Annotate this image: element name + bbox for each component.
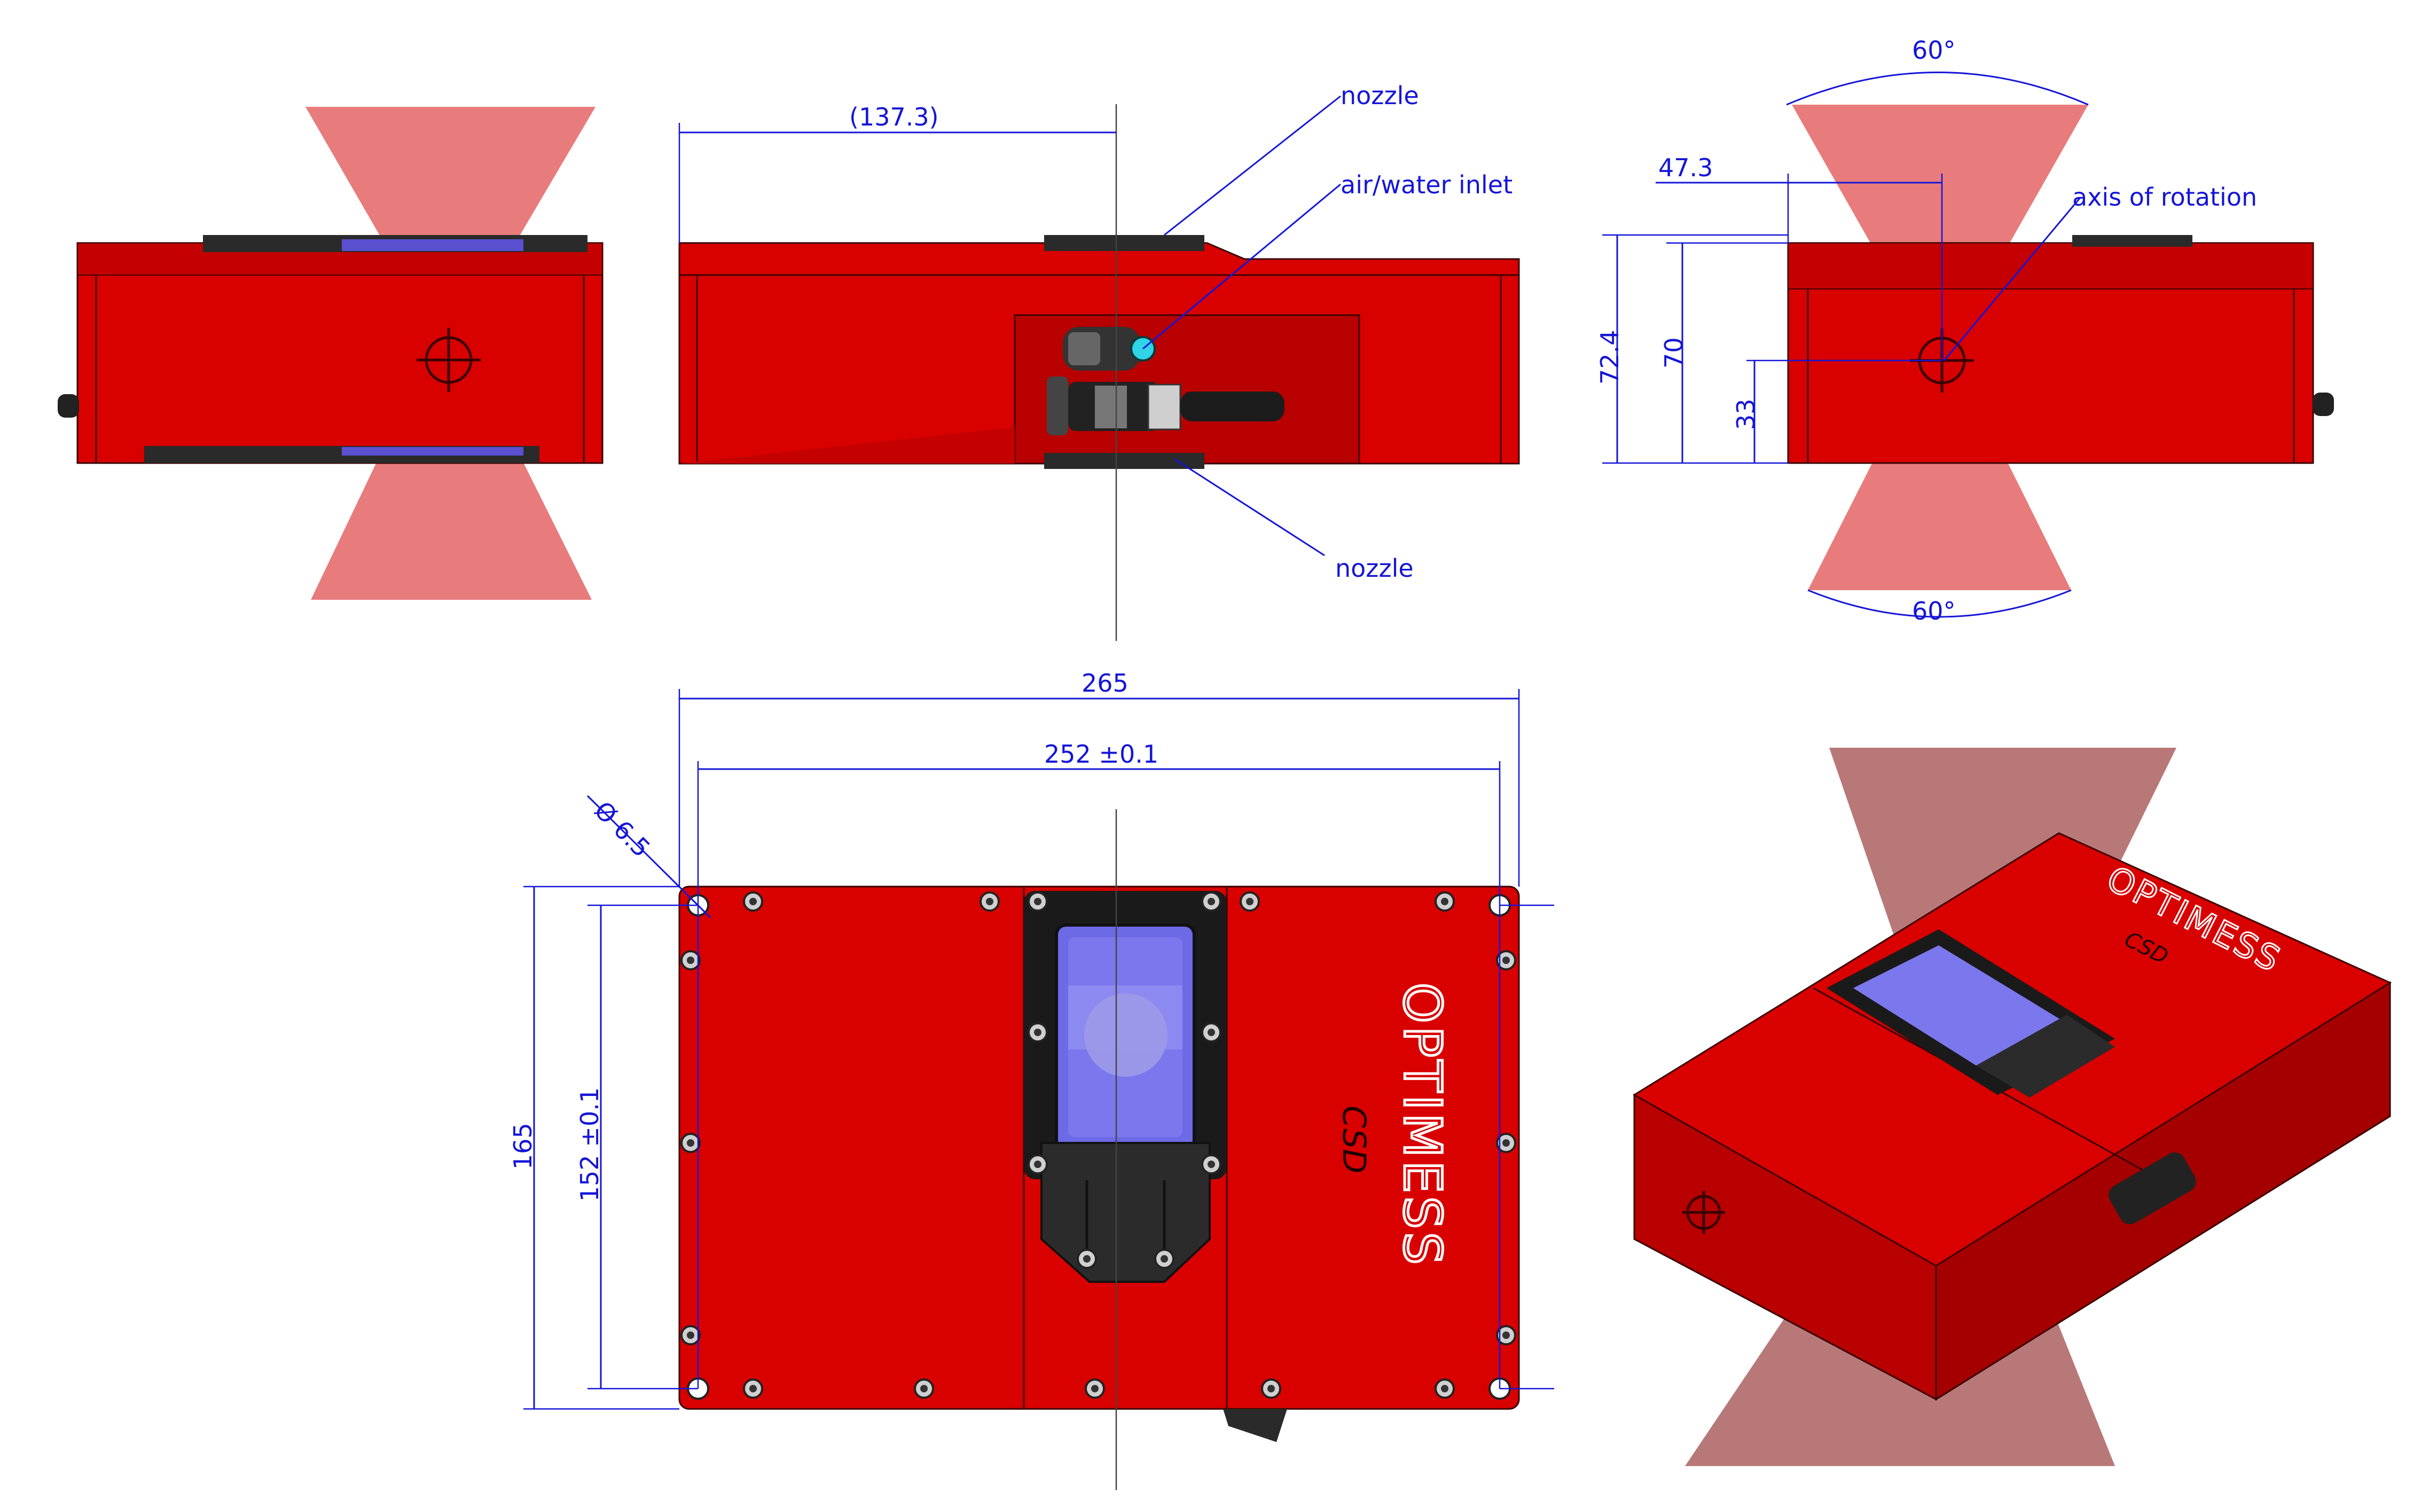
side-knob xyxy=(2313,393,2334,416)
nozzle-bottom-plate xyxy=(1044,453,1204,469)
dim-252: 252 ±0.1 xyxy=(1044,740,1158,769)
callout-nozzle-top: nozzle xyxy=(1341,81,1419,110)
top-view: OPTIMESS CSD xyxy=(678,886,1520,1442)
laser-beam-bottom xyxy=(1685,1319,2115,1466)
brand-text: OPTIMESS xyxy=(1392,983,1452,1268)
callout-air-water-inlet: air/water inlet xyxy=(1341,170,1513,199)
cable-connector xyxy=(1047,377,1284,435)
housing-body xyxy=(76,242,604,464)
lens xyxy=(1084,993,1168,1077)
model-text: CSD xyxy=(1335,1106,1373,1173)
nozzle-cover xyxy=(1040,1142,1211,1283)
side-knob xyxy=(58,394,79,418)
dim-72: 72.4 xyxy=(1595,330,1624,385)
laser-beam-bottom xyxy=(1808,464,2071,590)
dimension-lines: (137.3) nozzle air/water inlet nozzle 60… xyxy=(508,36,2257,1490)
dim-165: 165 xyxy=(508,1123,537,1170)
crosshair-icon xyxy=(417,328,481,392)
front-view-nozzles xyxy=(678,235,1520,469)
side-view-right xyxy=(1787,105,2334,590)
dim-47: 47.3 xyxy=(1658,153,1713,182)
dim-70: 70 xyxy=(1659,337,1688,369)
side-view-left xyxy=(58,107,604,600)
dim-angle-bottom: 60° xyxy=(1912,597,1956,625)
brand-logo: OPTIMESS xyxy=(1391,982,1454,1270)
laser-beam-bottom xyxy=(311,443,592,600)
optical-window-frame xyxy=(1024,891,1227,1179)
dim-265: 265 xyxy=(1082,669,1129,698)
crosshair-icon xyxy=(1682,1191,1725,1234)
dim-33: 33 xyxy=(1731,398,1760,430)
dim-ref-137: (137.3) xyxy=(849,103,939,131)
isometric-view: OPTIMESS CSD xyxy=(1633,748,2392,1466)
callout-axis-of-rotation: axis of rotation xyxy=(2072,183,2257,211)
dim-152: 152 ±0.1 xyxy=(575,1087,604,1202)
laser-beam-top xyxy=(1792,105,2088,246)
callout-nozzle-bottom: nozzle xyxy=(1335,554,1414,583)
laser-beam-top xyxy=(305,107,596,246)
dim-angle-top: 60° xyxy=(1912,36,1956,65)
nozzle-top-plate xyxy=(1044,235,1204,251)
